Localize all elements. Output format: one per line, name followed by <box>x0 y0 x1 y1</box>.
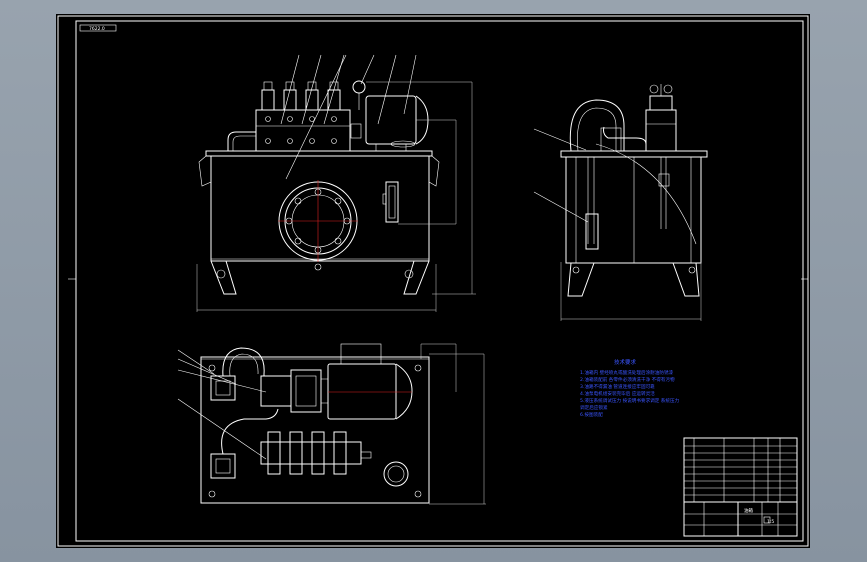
hydraulic-unit-drawing: 7622.0 <box>57 15 809 547</box>
tech-req-line-3: 3.油路不得漏油 管道连接应牢固可靠 <box>580 383 655 390</box>
drawing-sheet[interactable]: 7622.0 <box>56 14 810 548</box>
tech-req-line-5: 5.液压系统调试压力 按说明书要求调定 系统压力 <box>580 397 680 404</box>
title-block: 油箱 1:5 <box>683 437 798 537</box>
drawing-stamp: 7622.0 <box>79 24 117 32</box>
side-view <box>533 84 708 321</box>
tech-req-line-4: 4.油泵电机组安装完毕后 应运转灵活 <box>580 390 655 397</box>
sheet-border <box>57 15 809 547</box>
tech-req-title: 技术要求 <box>614 358 637 366</box>
top-view <box>177 343 486 505</box>
stamp-text: 7622.0 <box>89 26 105 32</box>
tech-req-line-2: 2.油箱装配前 各零件必须清洗干净 不得有污物 <box>580 376 675 383</box>
technical-requirements: 技术要求 1.油箱内 壁经喷丸或酸洗处理后涂耐油防锈漆 2.油箱装配前 各零件必… <box>580 358 680 418</box>
tech-req-line-7: 6.按图装配 <box>580 411 603 418</box>
tech-req-line-6: 调定后应锁紧 <box>580 404 608 411</box>
title-block-scale: 1:5 <box>767 519 774 525</box>
front-view <box>196 54 476 312</box>
title-block-name: 油箱 <box>744 507 753 514</box>
tech-req-line-1: 1.油箱内 壁经喷丸或酸洗处理后涂耐油防锈漆 <box>580 369 674 376</box>
